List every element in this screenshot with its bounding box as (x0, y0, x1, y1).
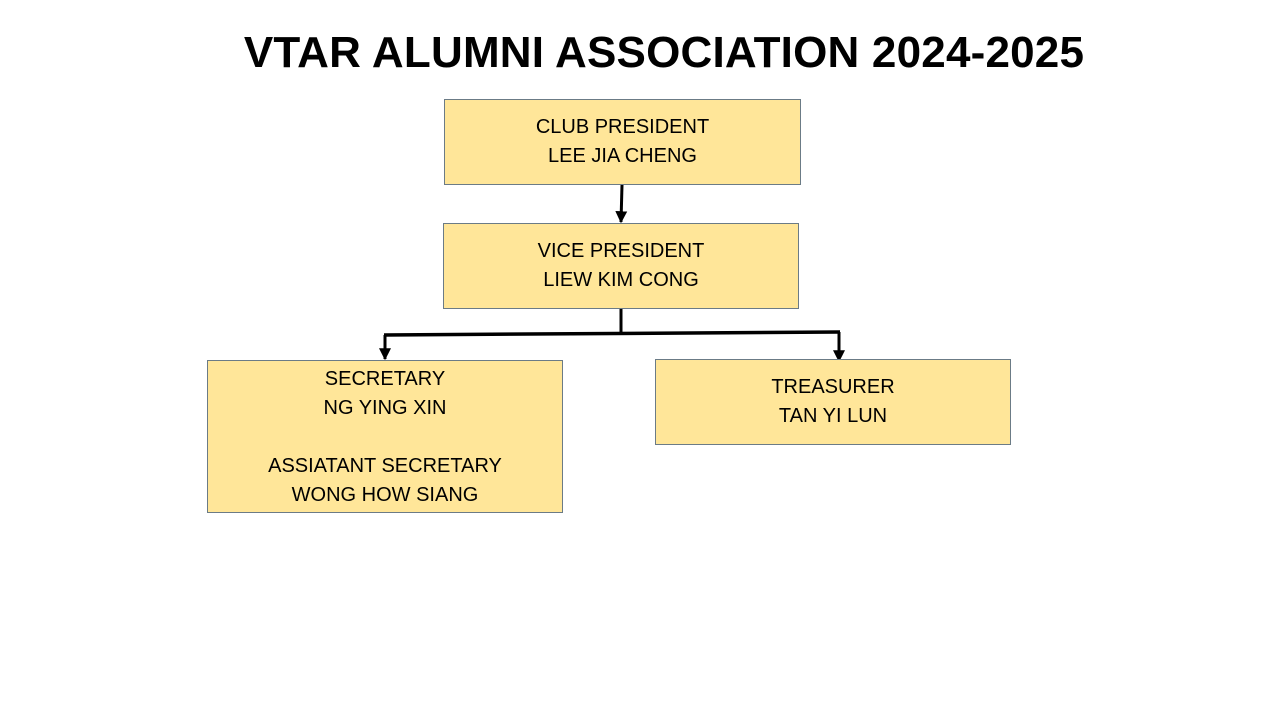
chart-title: VTAR ALUMNI ASSOCIATION 2024-2025 (243, 28, 1085, 77)
node-name: NG YING XIN (323, 397, 447, 419)
node-treasurer: TREASURER TAN YI LUN (655, 359, 1011, 445)
node-club-president: CLUB PRESIDENT LEE JIA CHENG (444, 99, 801, 185)
node-secretary: SECRETARY NG YING XIN ASSIATANT SECRETAR… (207, 360, 563, 513)
connector-president-to-vice (615, 184, 628, 224)
node-name: TAN YI LUN (778, 405, 888, 427)
node-assistant-role: ASSIATANT SECRETARY (268, 455, 502, 477)
node-name: LIEW KIM CONG (543, 269, 699, 291)
node-role: SECRETARY (324, 368, 446, 390)
node-name: LEE JIA CHENG (548, 145, 697, 167)
node-vice-president: VICE PRESIDENT LIEW KIM CONG (443, 223, 799, 309)
node-role: TREASURER (771, 376, 895, 398)
node-role: CLUB PRESIDENT (535, 116, 710, 138)
connector-horizontal-bar (383, 330, 841, 337)
node-assistant-name: WONG HOW SIANG (291, 484, 479, 506)
node-role: VICE PRESIDENT (537, 240, 705, 262)
